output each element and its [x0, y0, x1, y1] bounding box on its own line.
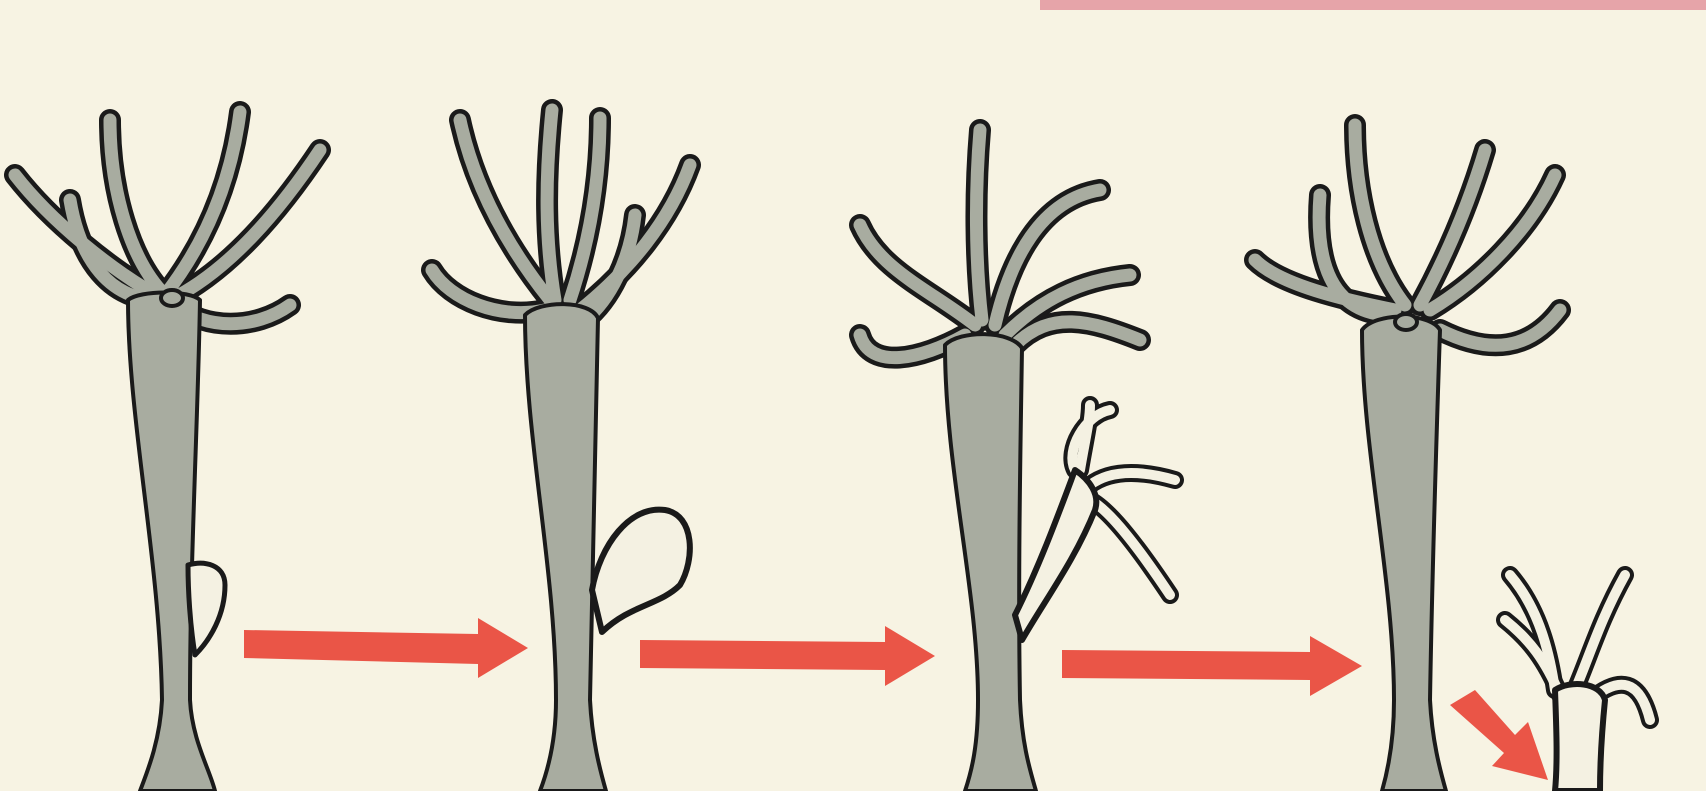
- mouth: [1395, 314, 1417, 330]
- mouth: [161, 290, 183, 306]
- top-edge-band: [1040, 0, 1706, 10]
